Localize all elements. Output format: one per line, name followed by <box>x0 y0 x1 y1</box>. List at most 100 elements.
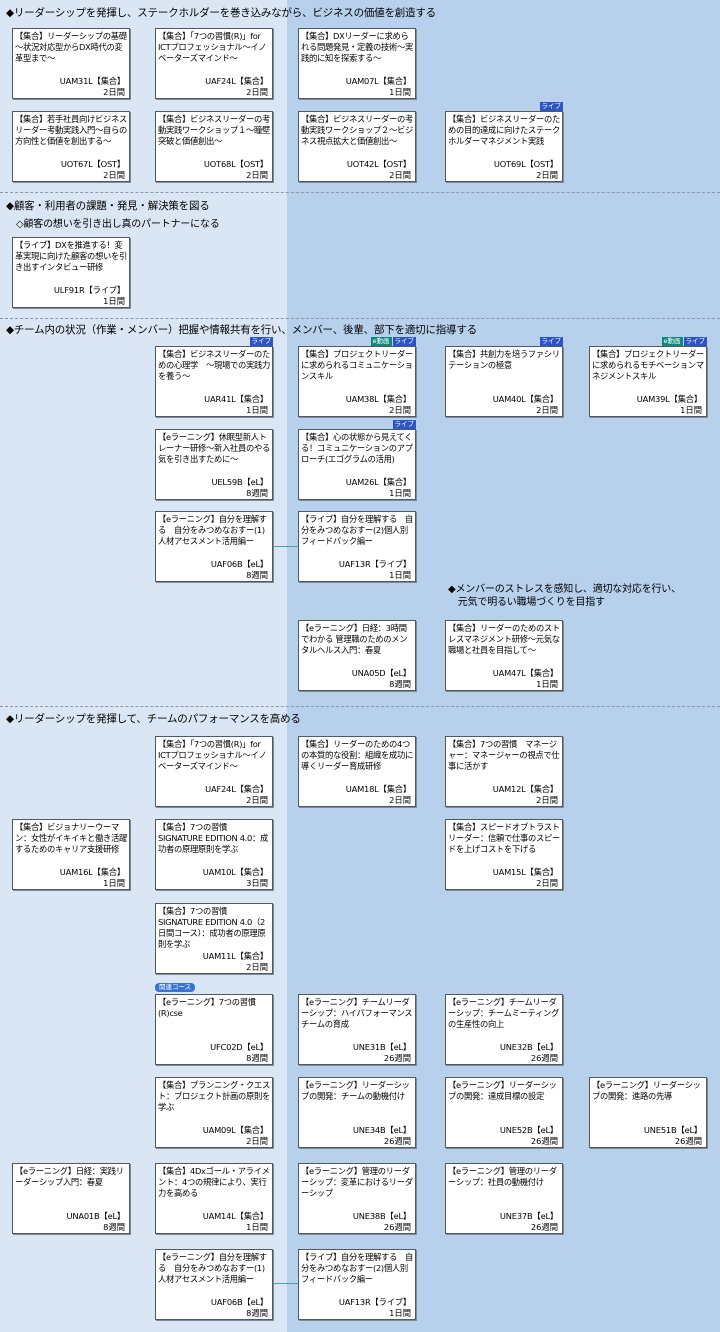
course-title: 【集合】プランニング・クエスト：プロジェクト計画の原則を学ぶ <box>158 1080 270 1112</box>
course-card[interactable]: 【eラーニング】休眠型新人トレーナー研修～新入社員のやる気を引き出すために～UE… <box>155 429 273 500</box>
course-duration: 2日間 <box>103 87 125 97</box>
course-duration: 3日間 <box>246 878 268 888</box>
course-duration: 2日間 <box>246 87 268 97</box>
course-card[interactable]: 【eラーニング】自分を理解する 自分をみつめなおすー(1)人材アセスメント活用編… <box>155 1249 273 1320</box>
course-code: UEL59B【eL】 <box>211 477 268 487</box>
course-title: 【集合】若手社員向けビジネスリーダー考動実践入門～自らの方向性と価値を創出する～ <box>15 114 127 146</box>
course-card[interactable]: 【集合】ビジネスリーダーのための心理学 ～現場での実践力を養う～ UAR41L【集… <box>155 337 273 417</box>
course-code: UAM12L【集合】 <box>492 784 558 794</box>
course-card[interactable]: 【集合】リーダーのためのストレスマネジメント研修～元気な職場と社員を目指して～U… <box>445 620 563 691</box>
course-title: 【eラーニング】リーダーシップの開発：達成目標の設定 <box>448 1080 557 1101</box>
course-card[interactable]: 【集合】ビジネスリーダーの考動実践ワークショップ１～瞳壁突破と価値創出～UOT6… <box>155 111 273 182</box>
course-card[interactable]: 【集合】スピードオブトラスト リーダー：信頼で仕事のスピードを上げコストを下げる… <box>445 819 563 890</box>
course-code: UAM10L【集合】 <box>202 867 268 877</box>
course-duration: 2日間 <box>389 795 411 805</box>
course-card[interactable]: 【集合】7つの習慣 SIGNATURE EDITION 4.0（2日間コース）：… <box>155 903 273 974</box>
delivery-tags: e動画ライブ <box>661 337 707 346</box>
course-code: UNA05D【eL】 <box>351 668 411 678</box>
course-title: 【eラーニング】日経：実践リーダーシップ入門：春夏 <box>15 1166 124 1187</box>
course-title: 【集合】リーダーのためのストレスマネジメント研修～元気な職場と社員を目指して～ <box>448 623 560 655</box>
course-card[interactable]: 【集合】ビジョナリーウーマン：女性がイキイキと働き活躍するためのキャリア支援研修… <box>12 819 130 890</box>
course-title: 【ライブ】自分を理解する 自分をみつめなおすー(2)個人別フィードバック編ー <box>301 1252 413 1284</box>
course-duration: 26週間 <box>383 1136 411 1146</box>
course-duration: 2日間 <box>536 405 558 415</box>
course-card[interactable]: 【集合】「7つの習慣(R)」for ICTプロフェッショナル～イノベーターズマイ… <box>155 736 273 807</box>
course-title: 【集合】7つの習慣 マネージャー：マネージャーの視点で仕事に活かす <box>448 739 560 771</box>
course-title: 【eラーニング】管理のリーダーシップ：社員の動機付け <box>448 1166 557 1187</box>
delivery-tags: ライブ <box>249 337 273 346</box>
course-title: 【集合】プロジェクトリーダーに求められるモチベーションマネジメントスキル <box>592 349 704 381</box>
course-title: 【eラーニング】7つの習慣(R)cse <box>158 997 256 1018</box>
course-code: UNE37B【eL】 <box>499 1211 558 1221</box>
course-title: 【集合】スピードオブトラスト リーダー：信頼で仕事のスピードを上げコストを下げる <box>448 822 560 854</box>
course-code: UAR41L【集合】 <box>204 394 268 404</box>
course-code: UOT67L【OST】 <box>60 159 125 169</box>
section-divider <box>0 706 720 707</box>
course-title: 【eラーニング】チームリーダーシップ：チームミーティングの生産性の向上 <box>448 997 560 1029</box>
course-duration: 1日間 <box>389 570 411 580</box>
course-duration: 2日間 <box>246 170 268 180</box>
course-duration: 26週間 <box>530 1053 558 1063</box>
course-title: 【集合】共創力を培うファシリテーションの極意 <box>448 349 560 370</box>
course-card[interactable]: 【集合】7つの習慣 マネージャー：マネージャーの視点で仕事に活かす UAM12L【… <box>445 736 563 807</box>
course-card[interactable]: 【集合】リーダーシップの基礎～状況対応型からDX時代の変革型まで～UAM31L【… <box>12 28 130 99</box>
course-duration: 2日間 <box>536 170 558 180</box>
course-duration: 26週間 <box>383 1053 411 1063</box>
course-code: UAM14L【集合】 <box>202 1211 268 1221</box>
related-course-badge: 関連コース <box>155 983 196 992</box>
course-duration: 1日間 <box>389 1308 411 1318</box>
live-tag: ライブ <box>392 337 416 346</box>
course-code: UNE38B【eL】 <box>352 1211 411 1221</box>
course-title: 【集合】「7つの習慣(R)」for ICTプロフェッショナル～イノベーターズマイ… <box>158 31 267 63</box>
course-title: 【集合】ビジネスリーダーのための心理学 ～現場での実践力を養う～ <box>158 349 270 381</box>
course-card[interactable]: 【集合】「7つの習慣(R)」for ICTプロフェッショナル～イノベーターズマイ… <box>155 28 273 99</box>
course-card[interactable]: 【集合】若手社員向けビジネスリーダー考動実践入門～自らの方向性と価値を創出する～… <box>12 111 130 182</box>
course-duration: 8週間 <box>246 488 268 498</box>
course-code: UAM16L【集合】 <box>59 867 125 877</box>
delivery-tags: ライブ <box>539 102 563 111</box>
course-code: UAF24L【集合】 <box>205 76 268 86</box>
course-title: 【eラーニング】自分を理解する 自分をみつめなおすー(1)人材アセスメント活用編… <box>158 514 267 546</box>
course-card[interactable]: 【集合】ビジネスリーダーの考動実践ワークショップ２～ビジネス視点拡大と価値創出～… <box>298 111 416 182</box>
course-duration: 1日間 <box>536 679 558 689</box>
course-duration: 26週間 <box>383 1222 411 1232</box>
course-duration: 1日間 <box>680 405 702 415</box>
section-heading: ◆リーダーシップを発揮し、ステークホルダーを巻き込みながら、ビジネスの価値を創造… <box>6 7 436 19</box>
course-duration: 1日間 <box>389 87 411 97</box>
course-card[interactable]: 【集合】心の状態から見えてくる！コミュニケーションのアプローチ(エゴグラムの活用… <box>298 420 416 500</box>
course-duration: 2日間 <box>246 795 268 805</box>
course-duration: 8週間 <box>246 1308 268 1318</box>
course-code: UNA01B【eL】 <box>66 1211 125 1221</box>
course-title: 【eラーニング】チームリーダーシップ：ハイパフォーマンスチームの育成 <box>301 997 413 1029</box>
course-card[interactable]: 【集合】ビジネスリーダーのための目的達成に向けたステークホルダーマネジメント実践… <box>445 102 563 182</box>
course-card[interactable]: 【集合】DXリーダーに求められる問題発見・定義の技術～実践的に知を探索する～UA… <box>298 28 416 99</box>
course-card[interactable]: 【eラーニング】自分を理解する 自分をみつめなおすー(1)人材アセスメント活用編… <box>155 511 273 582</box>
course-duration: 2日間 <box>103 170 125 180</box>
course-code: UNE51B【eL】 <box>643 1125 702 1135</box>
course-card[interactable]: 【集合】7つの習慣 SIGNATURE EDITION 4.0：成功者の原理原則… <box>155 819 273 890</box>
course-duration: 2日間 <box>389 405 411 415</box>
course-duration: 8週間 <box>389 679 411 689</box>
course-duration: 2日間 <box>389 170 411 180</box>
course-code: UAM15L【集合】 <box>492 867 558 877</box>
course-code: UNE34B【eL】 <box>352 1125 411 1135</box>
